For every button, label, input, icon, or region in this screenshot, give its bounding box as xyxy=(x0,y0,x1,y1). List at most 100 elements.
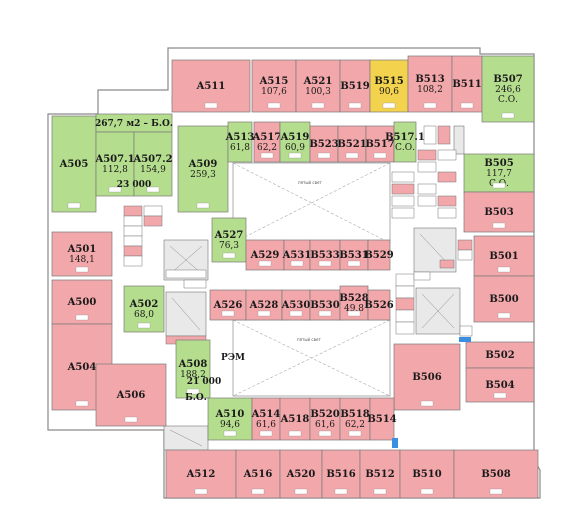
room-b504[interactable]: B504 xyxy=(465,367,535,403)
room-fill[interactable] xyxy=(51,115,97,213)
room-tag xyxy=(251,488,265,495)
room-a529[interactable]: A529 xyxy=(245,239,285,271)
room-label: A526 xyxy=(213,300,243,311)
room-b531[interactable]: B531 xyxy=(339,239,369,271)
room-fill[interactable] xyxy=(453,449,539,499)
room-fill[interactable] xyxy=(367,239,391,271)
room-fill[interactable] xyxy=(369,397,395,441)
room-a507-price[interactable]: 23 000 xyxy=(117,180,151,190)
room-b506[interactable]: B506 xyxy=(393,343,461,411)
room-b523[interactable]: B523 xyxy=(309,125,339,163)
room-a511[interactable]: A511 xyxy=(171,59,251,113)
room-fill[interactable] xyxy=(393,343,461,411)
room-a528[interactable]: A528 xyxy=(245,289,283,321)
room-label: B516 xyxy=(326,469,355,480)
room-label: B502 xyxy=(485,350,514,361)
room-a508-note[interactable]: Б.О. xyxy=(185,393,207,403)
room-label: Б.О. xyxy=(185,393,207,403)
service-cell xyxy=(123,245,143,257)
room-fill[interactable] xyxy=(227,121,253,163)
room-b529[interactable]: B529 xyxy=(364,239,394,271)
room-b503[interactable]: B503 xyxy=(463,191,535,233)
room-fill[interactable] xyxy=(339,239,369,271)
room-rem[interactable]: РЭМ xyxy=(221,353,245,363)
room-a506[interactable]: A506 xyxy=(95,363,167,427)
room-b511[interactable]: B511 xyxy=(451,55,483,113)
room-a516[interactable]: A516 xyxy=(235,449,281,499)
room-b521[interactable]: B521 xyxy=(337,125,367,163)
room-fill[interactable] xyxy=(393,121,417,163)
room-label: A507.2 xyxy=(132,154,172,165)
room-b517-1[interactable]: B517.1С.О. xyxy=(385,121,425,163)
room-a526[interactable]: A526 xyxy=(209,289,247,321)
room-a508-price[interactable]: 21 000 xyxy=(187,377,221,387)
room-a500[interactable]: A500 xyxy=(51,279,113,325)
room-b508[interactable]: B508 xyxy=(453,449,539,499)
room-fill[interactable] xyxy=(367,289,391,321)
room-a512[interactable]: A512 xyxy=(165,449,237,499)
room-fill[interactable] xyxy=(407,55,453,113)
room-fill[interactable] xyxy=(465,341,535,369)
room-a518[interactable]: A518 xyxy=(279,397,311,441)
room-a505[interactable]: A505 xyxy=(51,115,97,213)
room-tag xyxy=(137,322,151,329)
room-b533[interactable]: B533 xyxy=(309,239,341,271)
room-a507[interactable]: 267,7 м2 – Б.О. xyxy=(95,113,173,133)
room-fill[interactable] xyxy=(481,55,535,123)
room-b530[interactable]: B530 xyxy=(309,289,341,321)
room-area: 246,6 xyxy=(495,85,521,95)
room-fill[interactable] xyxy=(95,363,167,427)
room-fill[interactable] xyxy=(95,131,135,197)
service-cell xyxy=(417,183,437,195)
room-fill[interactable] xyxy=(177,125,229,213)
room-label: B528 xyxy=(339,293,368,304)
room-label: A520 xyxy=(286,469,316,480)
room-label: B518 xyxy=(340,409,369,420)
room-b514[interactable]: B514 xyxy=(367,397,397,441)
room-b512[interactable]: B512 xyxy=(359,449,401,499)
room-fill[interactable] xyxy=(175,339,211,399)
room-b516[interactable]: B516 xyxy=(321,449,361,499)
room-b502[interactable]: B502 xyxy=(465,341,535,369)
room-label: B513 xyxy=(415,74,444,85)
room-b519[interactable]: B519 xyxy=(339,59,371,113)
room-label: A501 xyxy=(67,244,97,255)
room-tag xyxy=(146,186,160,193)
room-label: B517 xyxy=(365,139,394,150)
room-b517[interactable]: B517 xyxy=(365,125,395,163)
room-a530[interactable]: A530 xyxy=(281,289,311,321)
room-b500[interactable]: B500 xyxy=(473,275,535,323)
stair-core-west-lower xyxy=(165,291,207,337)
room-b510[interactable]: B510 xyxy=(399,449,455,499)
room-tag xyxy=(493,392,507,399)
room-label: A507.1 xyxy=(94,154,134,165)
room-b501[interactable]: B501 xyxy=(473,235,535,277)
service-cell xyxy=(437,207,457,219)
room-a531[interactable]: A531 xyxy=(282,239,312,271)
room-fill[interactable] xyxy=(133,131,173,197)
room-a520[interactable]: A520 xyxy=(279,449,323,499)
room-b526[interactable]: B526 xyxy=(364,289,394,321)
room-fill[interactable] xyxy=(251,397,281,441)
